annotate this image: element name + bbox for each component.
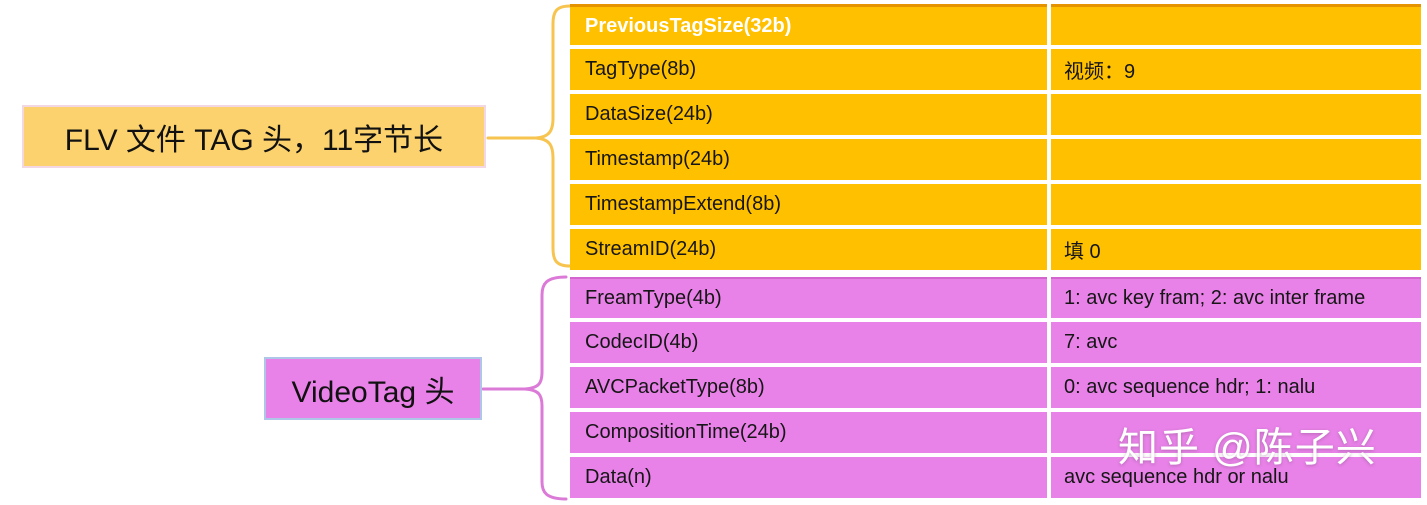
value-cell: 1: avc key fram; 2: avc inter frame: [1051, 277, 1421, 318]
field-cell: TagType(8b): [570, 49, 1047, 90]
field-cell: CompositionTime(24b): [570, 412, 1047, 453]
value-cell: [1051, 412, 1421, 453]
field-cell: PreviousTagSize(32b): [570, 4, 1047, 45]
table-row: TimestampExtend(8b): [570, 184, 1421, 225]
video-section-brace: [524, 275, 568, 501]
field-cell: Timestamp(24b): [570, 139, 1047, 180]
flv-structure-table: PreviousTagSize(32b) TagType(8b) 视频：9 Da…: [570, 4, 1421, 498]
section-video-tag-header: FreamType(4b) 1: avc key fram; 2: avc in…: [570, 277, 1421, 498]
value-cell: [1051, 4, 1421, 45]
table-row: FreamType(4b) 1: avc key fram; 2: avc in…: [570, 277, 1421, 318]
value-cell: 填 0: [1051, 229, 1421, 270]
table-row: CompositionTime(24b): [570, 412, 1421, 453]
field-cell: CodecID(4b): [570, 322, 1047, 363]
value-cell: [1051, 184, 1421, 225]
flv-section-brace: [535, 4, 572, 268]
table-row: DataSize(24b): [570, 94, 1421, 135]
table-row: CodecID(4b) 7: avc: [570, 322, 1421, 363]
label-video-tag-header: VideoTag 头: [264, 357, 482, 420]
field-cell: Data(n): [570, 457, 1047, 498]
field-cell: FreamType(4b): [570, 277, 1047, 318]
table-row: AVCPacketType(8b) 0: avc sequence hdr; 1…: [570, 367, 1421, 408]
section-flv-tag-header: PreviousTagSize(32b) TagType(8b) 视频：9 Da…: [570, 4, 1421, 270]
table-row: Timestamp(24b): [570, 139, 1421, 180]
value-cell: [1051, 94, 1421, 135]
value-cell: avc sequence hdr or nalu: [1051, 457, 1421, 498]
label-flv-tag-header: FLV 文件 TAG 头，11字节长: [22, 105, 486, 168]
value-cell: [1051, 139, 1421, 180]
watermark: 知乎 @陈子兴: [1118, 426, 1377, 470]
table-row: StreamID(24b) 填 0: [570, 229, 1421, 270]
field-cell: TimestampExtend(8b): [570, 184, 1047, 225]
table-row: TagType(8b) 视频：9: [570, 49, 1421, 90]
field-cell: DataSize(24b): [570, 94, 1047, 135]
table-row: PreviousTagSize(32b): [570, 4, 1421, 45]
value-cell: 0: avc sequence hdr; 1: nalu: [1051, 367, 1421, 408]
label-flv-tag-header-text: FLV 文件 TAG 头，11字节长: [64, 123, 444, 157]
label-video-tag-header-text: VideoTag 头: [291, 375, 455, 409]
field-cell: StreamID(24b): [570, 229, 1047, 270]
value-cell: 视频：9: [1051, 49, 1421, 90]
value-cell: 7: avc: [1051, 322, 1421, 363]
field-cell: AVCPacketType(8b): [570, 367, 1047, 408]
table-row: Data(n) avc sequence hdr or nalu: [570, 457, 1421, 498]
